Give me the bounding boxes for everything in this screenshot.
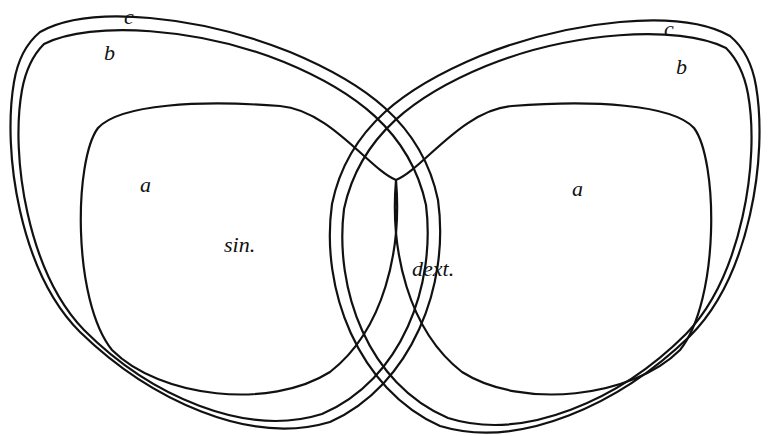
contour-b-right — [342, 34, 751, 425]
contour-c-left — [10, 17, 440, 429]
contour-c-right — [330, 21, 760, 433]
contour-label: b — [676, 56, 687, 78]
side-label: sin. — [224, 234, 255, 256]
contour-label: b — [104, 42, 115, 64]
contour-a-left — [81, 104, 397, 395]
contour-label: c — [124, 6, 134, 28]
contour-label: a — [140, 174, 151, 196]
side-label: dext. — [412, 258, 454, 280]
contour-label: a — [572, 178, 583, 200]
contour-label: c — [664, 18, 674, 40]
contour-a-right — [395, 104, 711, 395]
